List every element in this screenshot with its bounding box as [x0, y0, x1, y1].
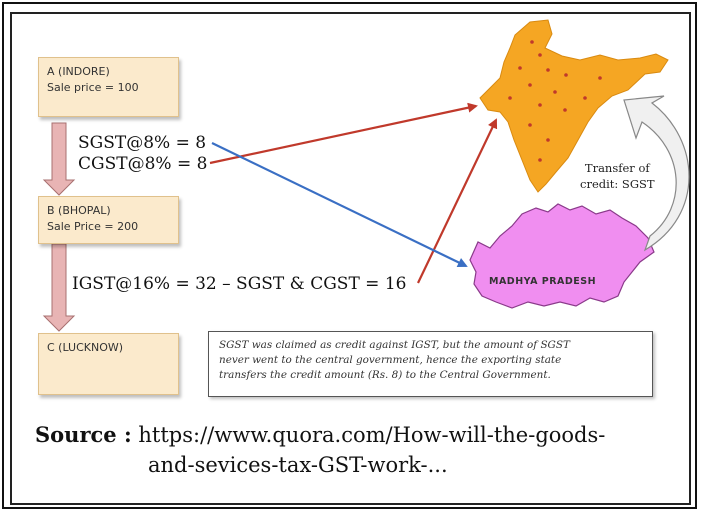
node-b-bhopal: B (BHOPAL) Sale Price = 200 — [38, 196, 179, 244]
madhya-pradesh-map — [469, 203, 655, 309]
note-line-3: transfers the credit amount (Rs. 8) to t… — [219, 369, 551, 381]
flow-arrow-b-to-c — [42, 243, 76, 332]
explanation-note: SGST was claimed as credit against IGST,… — [208, 331, 653, 397]
inner-border — [10, 12, 691, 505]
red-arrow-to-india-2 — [417, 118, 498, 284]
sgst-label: SGST@8% = 8 — [78, 133, 207, 153]
blue-arrow-to-mp — [211, 142, 468, 268]
transfer-label-line1: Transfer of — [584, 161, 650, 175]
india-map — [479, 19, 669, 193]
node-b-sale-price: Sale Price = 200 — [47, 220, 139, 233]
node-c-title: C (LUCKNOW) — [47, 341, 124, 354]
igst-label: IGST@16% = 32 – SGST & CGST = 16 — [72, 274, 407, 294]
node-c-lucknow: C (LUCKNOW) — [38, 333, 179, 395]
cgst-label: CGST@8% = 8 — [78, 154, 208, 174]
note-line-2: never went to the central government, he… — [219, 354, 562, 366]
source-url-part2: and-sevices-tax-GST-work-... — [148, 453, 448, 477]
source-line-1: Source : https://www.quora.com/How-will-… — [35, 420, 685, 450]
node-b-title: B (BHOPAL) — [47, 204, 111, 217]
india-map-dots — [508, 40, 602, 162]
flow-arrow-a-to-b — [42, 122, 76, 196]
node-a-sale-price: Sale price = 100 — [47, 81, 139, 94]
outer-border — [2, 2, 697, 509]
node-a-title: A (INDORE) — [47, 65, 110, 78]
note-line-1: SGST was claimed as credit against IGST,… — [219, 339, 570, 351]
transfer-curved-arrow — [623, 95, 690, 252]
transfer-credit-label: Transfer of credit: SGST — [580, 160, 655, 192]
madhya-pradesh-label: MADHYA PRADESH — [489, 276, 597, 287]
node-a-indore: A (INDORE) Sale price = 100 — [38, 57, 179, 117]
source-url-part1: https://www.quora.com/How-will-the-goods… — [131, 423, 606, 447]
red-arrow-to-india-1 — [209, 102, 478, 165]
source-citation: Source : https://www.quora.com/How-will-… — [35, 420, 685, 480]
transfer-label-line2: credit: SGST — [580, 177, 655, 191]
source-label: Source : — [35, 422, 132, 447]
